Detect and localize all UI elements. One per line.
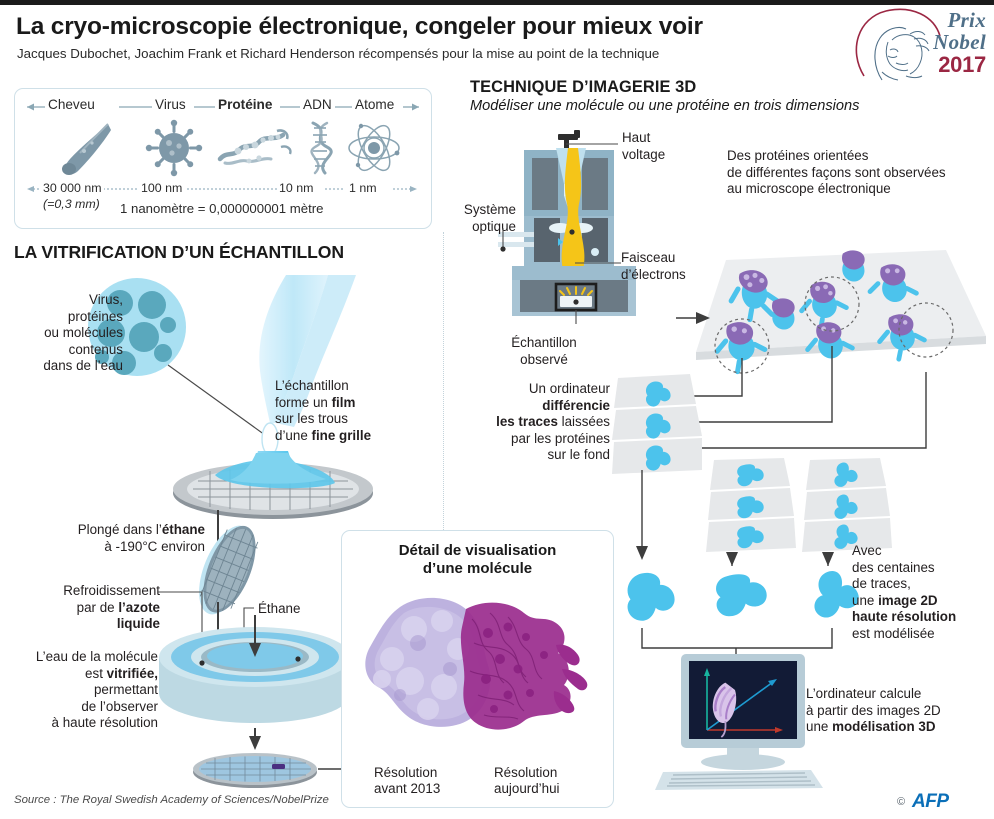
vitrification-illustration: [88, 275, 373, 519]
top-bar: [0, 0, 994, 5]
nobel-badge-line2: Nobel: [933, 30, 986, 54]
page-subtitle: Jacques Dubochet, Joachim Frank et Richa…: [17, 46, 660, 61]
hair-icon: [62, 123, 111, 175]
scale-size-cheveu: 30 000 nm: [41, 181, 104, 195]
protein-sample-plate: [676, 250, 986, 375]
plate-surface: [696, 250, 986, 352]
merged-traces-row: [627, 470, 859, 670]
plunge-illustration: [199, 510, 259, 658]
dna-icon: [310, 121, 333, 175]
section-title-imaging: TECHNIQUE D’IMAGERIE 3D: [470, 78, 697, 96]
scale-label-cheveu: Cheveu: [48, 97, 95, 112]
source-note: Source : The Royal Swedish Academy of Sc…: [14, 794, 329, 806]
scale-size-axis: [27, 186, 417, 192]
trace-card-stack-middle: [706, 458, 796, 552]
leader-high-voltage: [566, 143, 618, 145]
scale-comparison-box: Cheveu Virus Protéine ADN Atome: [14, 88, 432, 229]
virus-icon: [145, 119, 203, 177]
monitor-screen: [689, 661, 797, 739]
nobel-badge-year: 2017: [938, 52, 986, 77]
electron-beam: [561, 148, 585, 290]
copyright-symbol: ©: [897, 796, 906, 808]
scale-icons-row: [15, 117, 431, 179]
high-resolution-structure: [460, 602, 588, 730]
scale-size-row: 30 000 nm 100 nm 10 nm 1 nm: [15, 181, 431, 197]
leader-sample-hole: [167, 364, 266, 436]
afp-logo: AFP: [912, 791, 949, 812]
scale-size-proteine: 10 nm: [277, 181, 316, 195]
scale-label-proteine: Protéine: [218, 97, 273, 112]
page-title: La cryo-microscopie électronique, congel…: [16, 13, 703, 40]
protein-icon: [217, 129, 292, 165]
section-subtitle-imaging: Modéliser une molécule ou une protéine e…: [470, 98, 860, 114]
nobel-medal-portrait-icon: [855, 8, 941, 81]
scale-size-virus: 100 nm: [139, 181, 185, 195]
section-title-vitrification: LA VITRIFICATION D’UN ÉCHANTILLON: [14, 242, 344, 262]
trace-card-stack-left: [612, 374, 702, 474]
liquid-stream: [259, 275, 328, 423]
scale-label-adn: ADN: [303, 97, 332, 112]
trace-card-stack-right: [802, 458, 892, 552]
caption-ethane-label: Éthane: [258, 601, 301, 616]
leader-optical-system: [500, 228, 506, 252]
computer-illustration: [655, 654, 823, 790]
vertical-divider: [443, 232, 444, 808]
nanometre-definition: 1 nanomètre = 0,000000001 mètre: [120, 201, 324, 216]
nobel-badge-line1: Prix: [947, 8, 986, 32]
scale-labels-row: Cheveu Virus Protéine ADN Atome: [15, 97, 431, 117]
scale-label-virus: Virus: [155, 97, 186, 112]
nobel-prize-badge: Prix Nobel 2017: [852, 6, 988, 81]
scale-size-adn: 1 nm: [347, 181, 379, 195]
scale-hair-mm-note: (=0,3 mm): [43, 197, 100, 211]
scale-axis-line: [27, 103, 419, 111]
scale-label-atome: Atome: [355, 97, 395, 112]
low-resolution-blob: [365, 597, 491, 727]
vitrified-grid-illustration: [193, 728, 460, 788]
atom-icon: [348, 123, 400, 172]
molecule-resolution-comparison: [365, 597, 588, 730]
protein-cluster: [714, 250, 927, 375]
electron-microscope-illustration: [498, 130, 636, 324]
screen-3d-model: [704, 668, 783, 738]
leader-electron-beam: [575, 262, 621, 264]
nitrogen-dish-illustration: [159, 615, 351, 723]
